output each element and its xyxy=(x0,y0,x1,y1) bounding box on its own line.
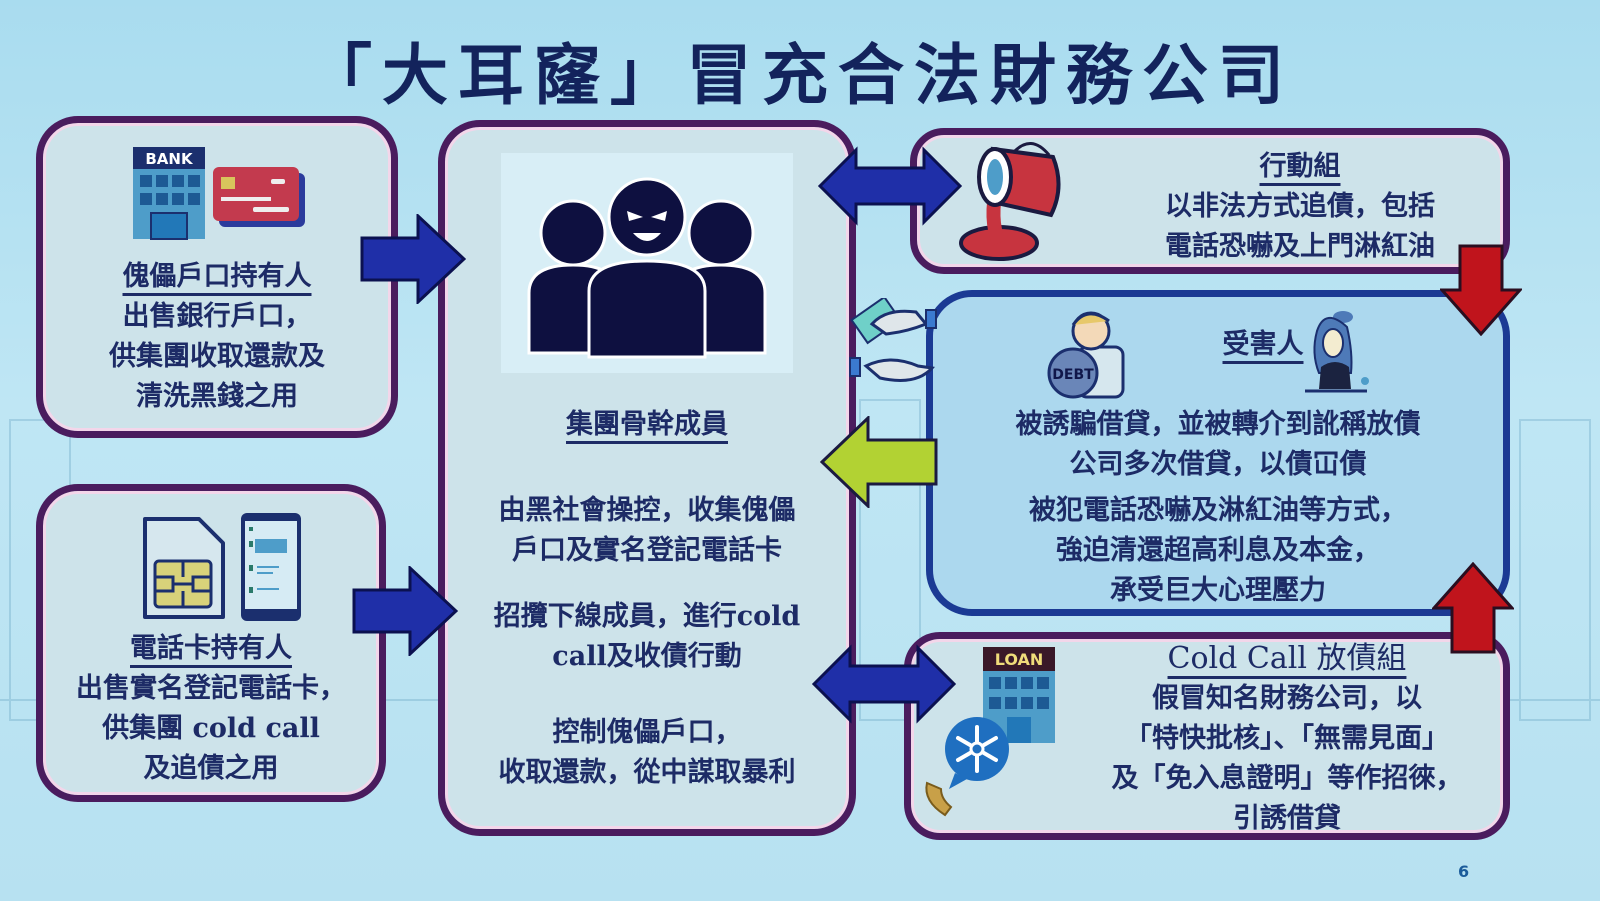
sim-holder-line-3: 及追債之用 xyxy=(143,753,279,784)
puppet-account-text: 傀儡戶口持有人 出售銀行戶口， 供集團收取還款及 清洗黑錢之用 xyxy=(43,257,391,417)
arrow-puppet-to-core xyxy=(360,214,466,304)
arrow-coldcall-to-victim xyxy=(1432,562,1514,654)
gang-silhouette-icon xyxy=(501,153,793,373)
arrow-core-action-bidirectional xyxy=(818,146,962,226)
core-members-heading: 集團骨幹成員 xyxy=(566,409,728,440)
victim-p2-line-2: 強迫清還超高利息及本金， xyxy=(1056,535,1380,566)
action-team-line-2: 電話恐嚇及上門淋紅油 xyxy=(1165,231,1435,262)
distressed-woman-icon xyxy=(1305,311,1369,393)
puppet-account-line-1: 出售銀行戶口， xyxy=(122,301,312,332)
cold-call-line-4: 引誘借貸 xyxy=(1233,803,1341,834)
cold-call-phone-icon xyxy=(925,717,1009,817)
svg-text:LOAN: LOAN xyxy=(995,650,1044,669)
sim-holder-line-1: 出售實名登記電話卡， xyxy=(76,673,346,704)
sim-holder-line-2: 供集團 cold call xyxy=(102,713,320,744)
credit-card-icon xyxy=(213,167,305,227)
sim-holder-text: 電話卡持有人 出售實名登記電話卡， 供集團 cold call 及追債之用 xyxy=(43,629,379,789)
cold-call-line-1: 假冒知名財務公司，以 xyxy=(1152,683,1422,714)
core-members-p3-line-1: 控制傀儡戶口， xyxy=(552,717,742,748)
cold-call-team-box: LOAN Cold Call 放債組 假冒知名財務公司，以 「特快批核」、「無需… xyxy=(904,632,1510,840)
page-number: 6 xyxy=(1458,862,1470,881)
action-team-box: 行動組 以非法方式追債，包括 電話恐嚇及上門淋紅油 xyxy=(910,128,1510,274)
victim-p2-line-3: 承受巨大心理壓力 xyxy=(1110,575,1326,606)
cold-call-line-2: 「特快批核」、「無需見面」 xyxy=(1125,723,1449,754)
arrow-victim-to-core xyxy=(820,416,938,508)
action-team-line-1: 以非法方式追債，包括 xyxy=(1165,191,1435,222)
core-members-text: 集團骨幹成員 由黑社會操控，收集傀儡 戶口及實名登記電話卡 招攬下線成員，進行c… xyxy=(445,405,849,793)
victim-heading-wrap: 受害人 xyxy=(1023,325,1503,365)
victim-box: DEBT 受害人 被誘騙借貸，並被轉介到訛稱放債 公司多次借貸，以債冚債 被犯電… xyxy=(926,290,1510,616)
paint-bucket-pour-icon xyxy=(959,142,1061,261)
cold-call-line-3: 及「免入息證明」等作招徠， xyxy=(1111,763,1463,794)
debt-man-icon: DEBT xyxy=(1047,311,1125,399)
cold-call-heading: Cold Call 放債組 xyxy=(1167,641,1407,676)
svg-text:DEBT: DEBT xyxy=(1052,367,1094,383)
core-members-p3-line-2: 收取還款，從中謀取暴利 xyxy=(498,757,796,788)
puppet-account-holder-box: BANK 傀儡戶口持有人 出售銀行戶口， 供集團收取還款及 清洗黑錢之用 xyxy=(36,116,398,438)
action-team-text: 行動組 以非法方式追債，包括 電話恐嚇及上門淋紅油 xyxy=(1097,147,1503,267)
bank-building-icon: BANK xyxy=(133,147,205,240)
victim-p2-line-1: 被犯電話恐嚇及淋紅油等方式， xyxy=(1029,495,1407,526)
puppet-account-line-2: 供集團收取還款及 xyxy=(109,341,325,372)
smartphone-icon xyxy=(241,513,301,621)
victim-p1-line-1: 被誘騙借貸，並被轉介到訛稱放債 xyxy=(1015,409,1421,440)
core-members-p1-line-2: 戶口及實名登記電話卡 xyxy=(512,535,782,566)
sim-card-icon xyxy=(143,517,225,619)
victim-text: 被誘騙借貸，並被轉介到訛稱放債 公司多次借貸，以債冚債 被犯電話恐嚇及淋紅油等方… xyxy=(933,405,1503,611)
victim-p1-line-2: 公司多次借貸，以債冚債 xyxy=(1069,449,1367,480)
puppet-account-heading: 傀儡戶口持有人 xyxy=(122,261,312,292)
svg-text:BANK: BANK xyxy=(145,150,194,168)
core-members-p2-line-1: 招攬下線成員，進行cold xyxy=(493,601,801,632)
action-team-heading: 行動組 xyxy=(1259,151,1341,182)
core-members-p2-line-2: call及收債行動 xyxy=(552,641,742,672)
arrow-core-coldcall-bidirectional xyxy=(812,644,956,724)
core-members-box: 集團骨幹成員 由黑社會操控，收集傀儡 戶口及實名登記電話卡 招攬下線成員，進行c… xyxy=(438,120,856,836)
sim-card-holder-box: 電話卡持有人 出售實名登記電話卡， 供集團 cold call 及追債之用 xyxy=(36,484,386,802)
core-members-p1-line-1: 由黑社會操控，收集傀儡 xyxy=(498,495,796,526)
arrow-action-to-victim xyxy=(1440,244,1522,336)
arrow-sim-to-core xyxy=(352,566,458,656)
sim-holder-heading: 電話卡持有人 xyxy=(130,633,292,664)
page-title: 「大耳窿」冒充合法財務公司 xyxy=(306,37,1294,114)
puppet-account-line-3: 清洗黑錢之用 xyxy=(136,381,298,412)
cold-call-text: Cold Call 放債組 假冒知名財務公司，以 「特快批核」、「無需見面」 及… xyxy=(1071,639,1503,839)
victim-heading: 受害人 xyxy=(1222,329,1304,360)
money-handover-icon xyxy=(849,298,937,382)
